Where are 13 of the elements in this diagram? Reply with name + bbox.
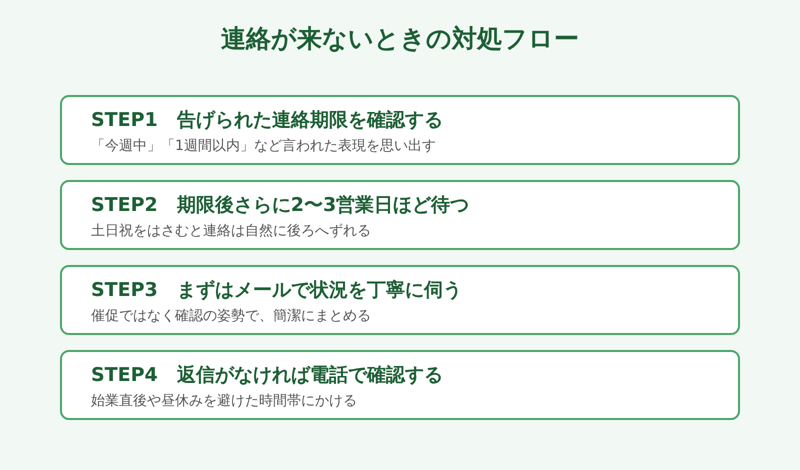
step-card (60, 95, 740, 165)
step-card (60, 265, 740, 335)
step-description: 催促ではなく確認の姿勢で、簡潔にまとめる (91, 307, 371, 325)
step-description: 始業直後や昼休みを避けた時間帯にかける (91, 392, 357, 410)
diagram-title: 連絡が来ないときの対処フロー (220, 23, 580, 55)
step-description: 土日祝をはさむと連絡は自然に後ろへずれる (91, 222, 371, 240)
step-heading: STEP2 期限後さらに2〜3営業日ほど待つ (91, 193, 470, 218)
step-card (60, 350, 740, 420)
step-description: 「今週中」「1週間以内」など言われた表現を思い出す (91, 137, 436, 155)
step-card (60, 180, 740, 250)
step-heading: STEP3 まずはメールで状況を丁寧に伺う (91, 278, 462, 303)
step-heading: STEP4 返信がなければ電話で確認する (91, 363, 443, 388)
step-heading: STEP1 告げられた連絡期限を確認する (91, 108, 443, 133)
